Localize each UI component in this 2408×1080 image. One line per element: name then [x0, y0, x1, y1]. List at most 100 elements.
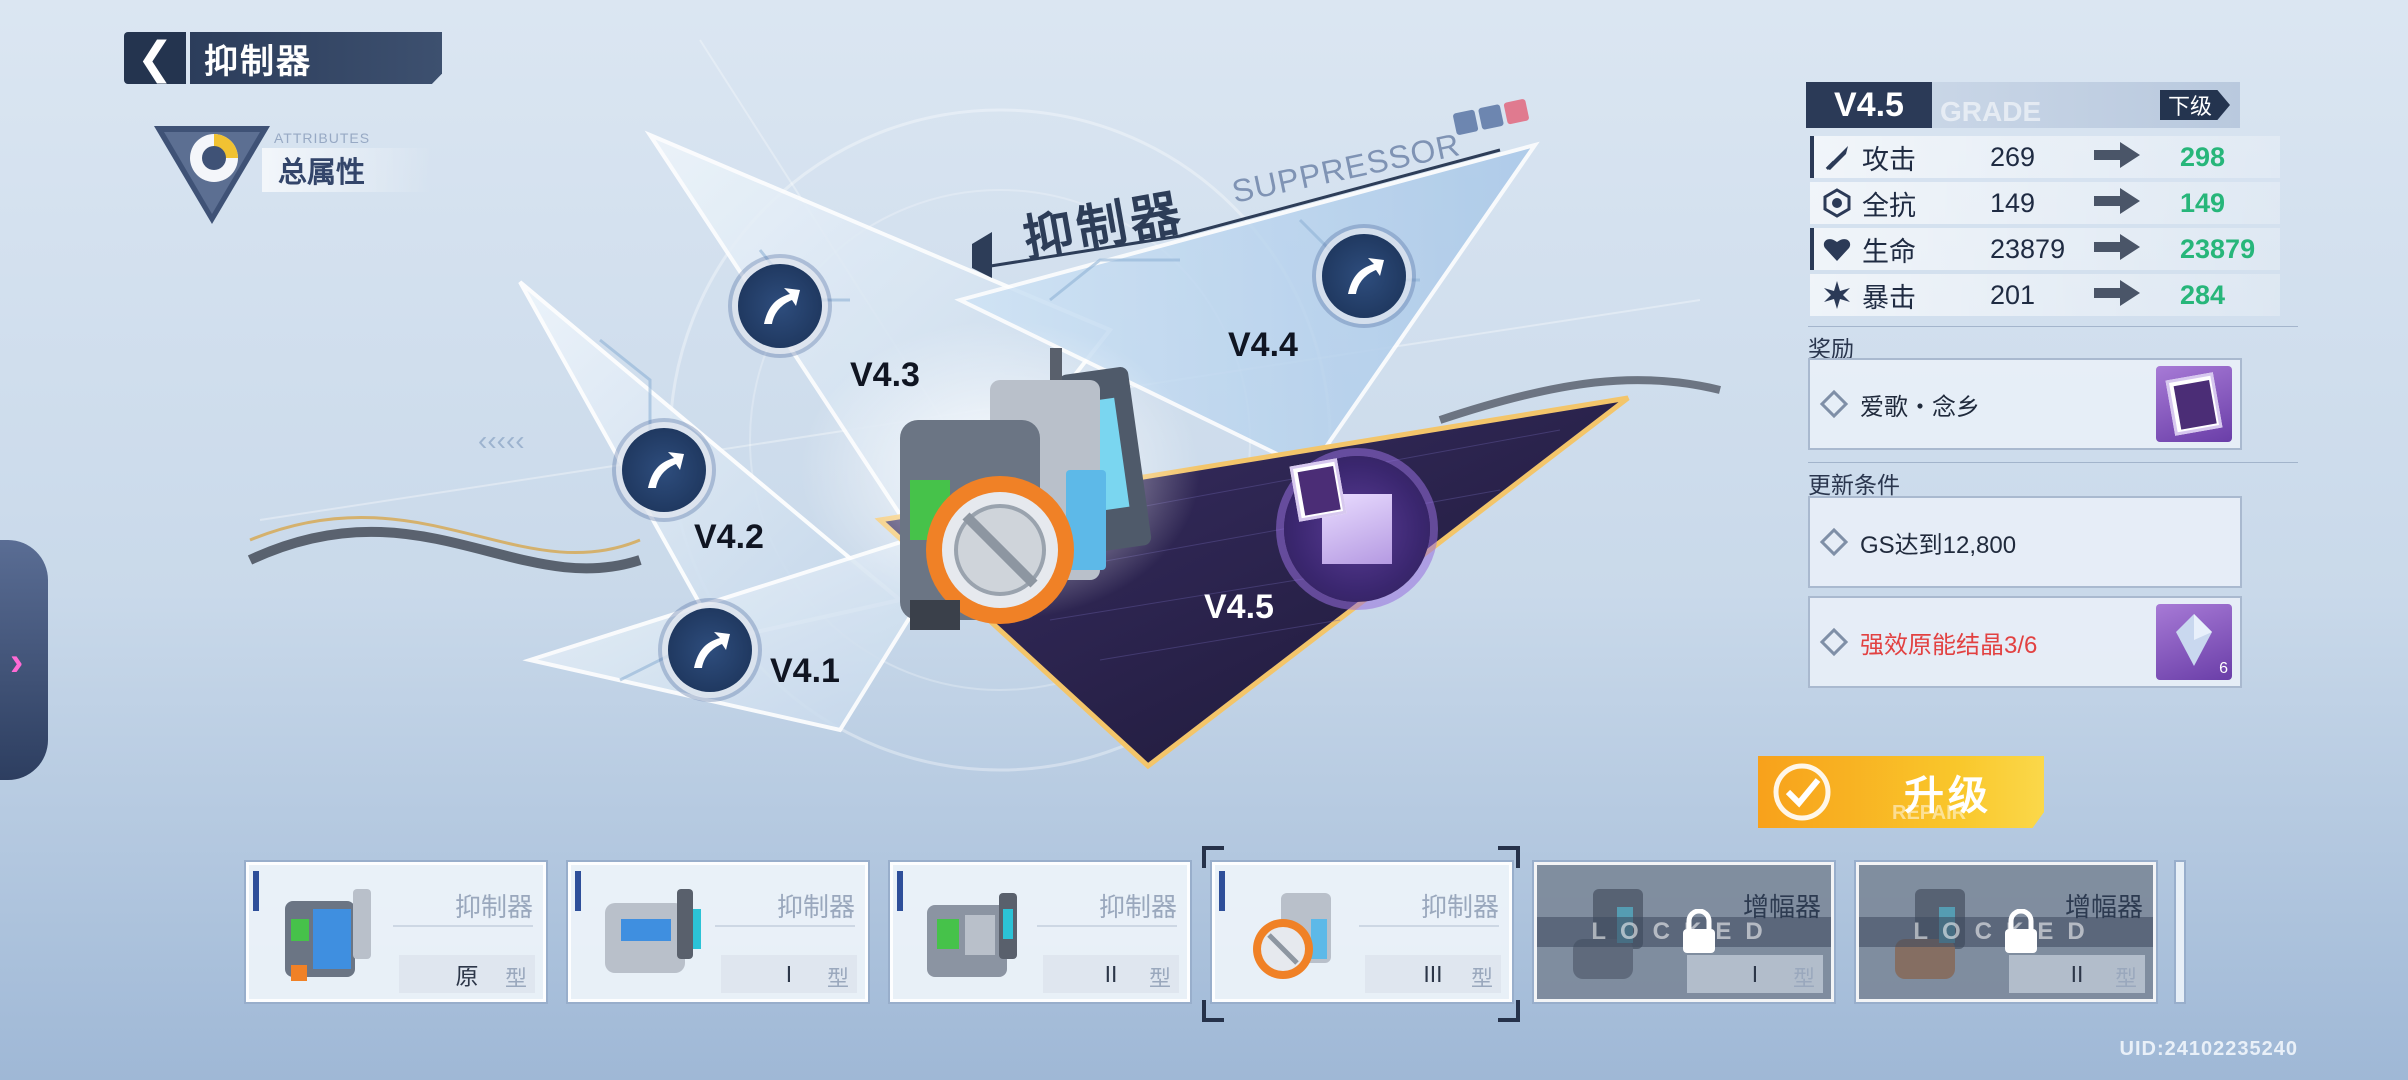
device-slot-0[interactable]: 抑制器 原 型 — [246, 862, 546, 1002]
conditions-title: 更新条件 — [1808, 472, 1900, 498]
selection-bracket — [1498, 846, 1520, 868]
back-button[interactable]: ❮ — [124, 32, 186, 84]
condition-card-gs: GS达到12,800 — [1808, 496, 2242, 588]
device-slot-5-locked[interactable]: LOCKED 增幅器 II 型 — [1856, 862, 2156, 1002]
stat-row-crit: 暴击 201 284 — [1810, 274, 2280, 316]
reward-item-icon[interactable] — [2156, 366, 2232, 442]
version-label-v4-5: V4.5 — [1204, 588, 1274, 626]
burst-icon — [1820, 278, 1854, 312]
slot-name: 抑制器 — [1420, 892, 1499, 922]
upgrade-button[interactable]: 升级 — [1758, 756, 2044, 828]
next-grade-button[interactable]: 下级 — [2160, 90, 2230, 120]
slot-tier: II — [2009, 955, 2145, 993]
upgrade-arrow-icon — [648, 452, 684, 488]
reward-node-v4-5[interactable] — [1284, 456, 1430, 602]
grade-value: V4.5 — [1806, 82, 1932, 128]
version-label-v4-2: V4.2 — [694, 518, 764, 556]
arrow-right-icon — [2094, 279, 2154, 311]
stat-current: 269 — [1990, 141, 2036, 172]
stat-current: 149 — [1990, 187, 2036, 218]
heart-icon — [1820, 232, 1854, 266]
selection-bracket — [1202, 1000, 1224, 1022]
grade-ghost-label: GRADE — [1940, 96, 2042, 127]
stat-row-attack: 攻击 269 298 — [1810, 136, 2280, 178]
stat-row-resist: 全抗 149 149 — [1810, 182, 2280, 224]
close-icon — [1503, 98, 1530, 125]
slot-tier: II — [1043, 955, 1179, 993]
version-node-v4-3[interactable] — [738, 264, 822, 348]
condition-text: 强效原能结晶3/6 — [1860, 631, 2038, 659]
diamond-bullet-icon — [1819, 627, 1849, 657]
total-attributes-button[interactable]: 总属性 — [262, 148, 432, 192]
stat-name: 生命 — [1862, 236, 1916, 267]
lock-icon — [1683, 909, 1715, 953]
svg-text:‹‹‹‹‹: ‹‹‹‹‹ — [478, 425, 525, 456]
device-slot-2[interactable]: 抑制器 II 型 — [890, 862, 1190, 1002]
divider — [1808, 462, 2298, 463]
upgrade-arrow-icon — [1348, 258, 1384, 294]
lock-icon — [2005, 909, 2037, 953]
slot-tier: I — [721, 955, 857, 993]
version-label-v4-4: V4.4 — [1228, 326, 1298, 364]
selection-bracket — [1498, 1000, 1520, 1022]
arrow-right-icon — [2094, 233, 2154, 265]
stat-next: 23879 — [2180, 233, 2256, 264]
arrow-right-icon — [2094, 141, 2154, 173]
crystal-item-icon[interactable]: 6 — [2156, 604, 2232, 680]
slot-tier: I — [1687, 955, 1823, 993]
attributes-emblem-icon — [154, 126, 270, 224]
condition-card-crystal[interactable]: 强效原能结晶3/6 6 — [1808, 596, 2242, 688]
side-drawer-tab[interactable] — [0, 540, 48, 780]
diamond-bullet-icon — [1819, 527, 1849, 557]
device-slot-1[interactable]: 抑制器 I 型 — [568, 862, 868, 1002]
slot-tier: 原 — [399, 955, 535, 993]
item-count: 6 — [2219, 660, 2228, 677]
page-title: 抑制器 — [190, 32, 442, 84]
diamond-bullet-icon — [1819, 389, 1849, 419]
slot-name: 抑制器 — [454, 892, 533, 922]
stat-next: 284 — [2180, 279, 2226, 310]
upgrade-label: 升级 — [1904, 774, 1992, 818]
maximize-icon — [1477, 103, 1505, 131]
suppressor-device-icon — [1253, 893, 1331, 979]
slot-name: 增幅器 — [2064, 892, 2143, 922]
version-node-v4-2[interactable] — [622, 428, 706, 512]
stat-name: 暴击 — [1862, 282, 1916, 313]
device-slot-3-selected[interactable]: 抑制器 III 型 — [1212, 862, 1512, 1002]
slot-suffix: 型 — [504, 966, 527, 991]
upgrade-arrow-icon — [764, 288, 800, 324]
suppressor-device-icon — [605, 889, 701, 973]
suppressor-device-icon — [285, 889, 371, 981]
device-slot-4-locked[interactable]: LOCKED 增幅器 I 型 — [1534, 862, 1834, 1002]
version-label-v4-3: V4.3 — [850, 356, 920, 394]
slot-name: 抑制器 — [776, 892, 855, 922]
slot-suffix: 型 — [826, 966, 849, 991]
stat-current: 23879 — [1990, 233, 2066, 264]
selection-bracket — [1202, 846, 1224, 868]
divider — [1808, 326, 2298, 327]
slot-suffix: 型 — [1792, 966, 1815, 991]
upgrade-ghost-label: REPAIR — [1892, 802, 1967, 824]
attributes-en-label: ATTRIBUTES — [274, 130, 371, 146]
reward-title: 奖励 — [1808, 336, 1854, 362]
reward-item-name: 爱歌・念乡 — [1860, 393, 1980, 421]
slot-suffix: 型 — [2114, 966, 2137, 991]
version-node-v4-4[interactable] — [1322, 234, 1406, 318]
arrow-right-icon — [2094, 187, 2154, 219]
upgrade-arrow-icon — [694, 632, 730, 668]
slot-name: 增幅器 — [1742, 892, 1821, 922]
slot-suffix: 型 — [1148, 966, 1171, 991]
stat-name: 攻击 — [1862, 144, 1916, 175]
uid-label: UID:24102235240 — [2119, 1038, 2298, 1060]
reward-card-icon — [1289, 458, 1392, 564]
condition-text: GS达到12,800 — [1860, 531, 2017, 559]
reward-card[interactable]: 爱歌・念乡 — [1808, 358, 2242, 450]
slot-overflow-edge — [2176, 862, 2184, 1002]
minimize-icon — [1452, 109, 1479, 136]
version-node-v4-1[interactable] — [668, 608, 752, 692]
stat-next: 149 — [2180, 187, 2226, 218]
suppressor-device-icon — [900, 348, 1152, 630]
stat-name: 全抗 — [1862, 190, 1916, 221]
stat-row-hp: 生命 23879 23879 — [1810, 228, 2280, 270]
slot-tier: III — [1365, 955, 1501, 993]
